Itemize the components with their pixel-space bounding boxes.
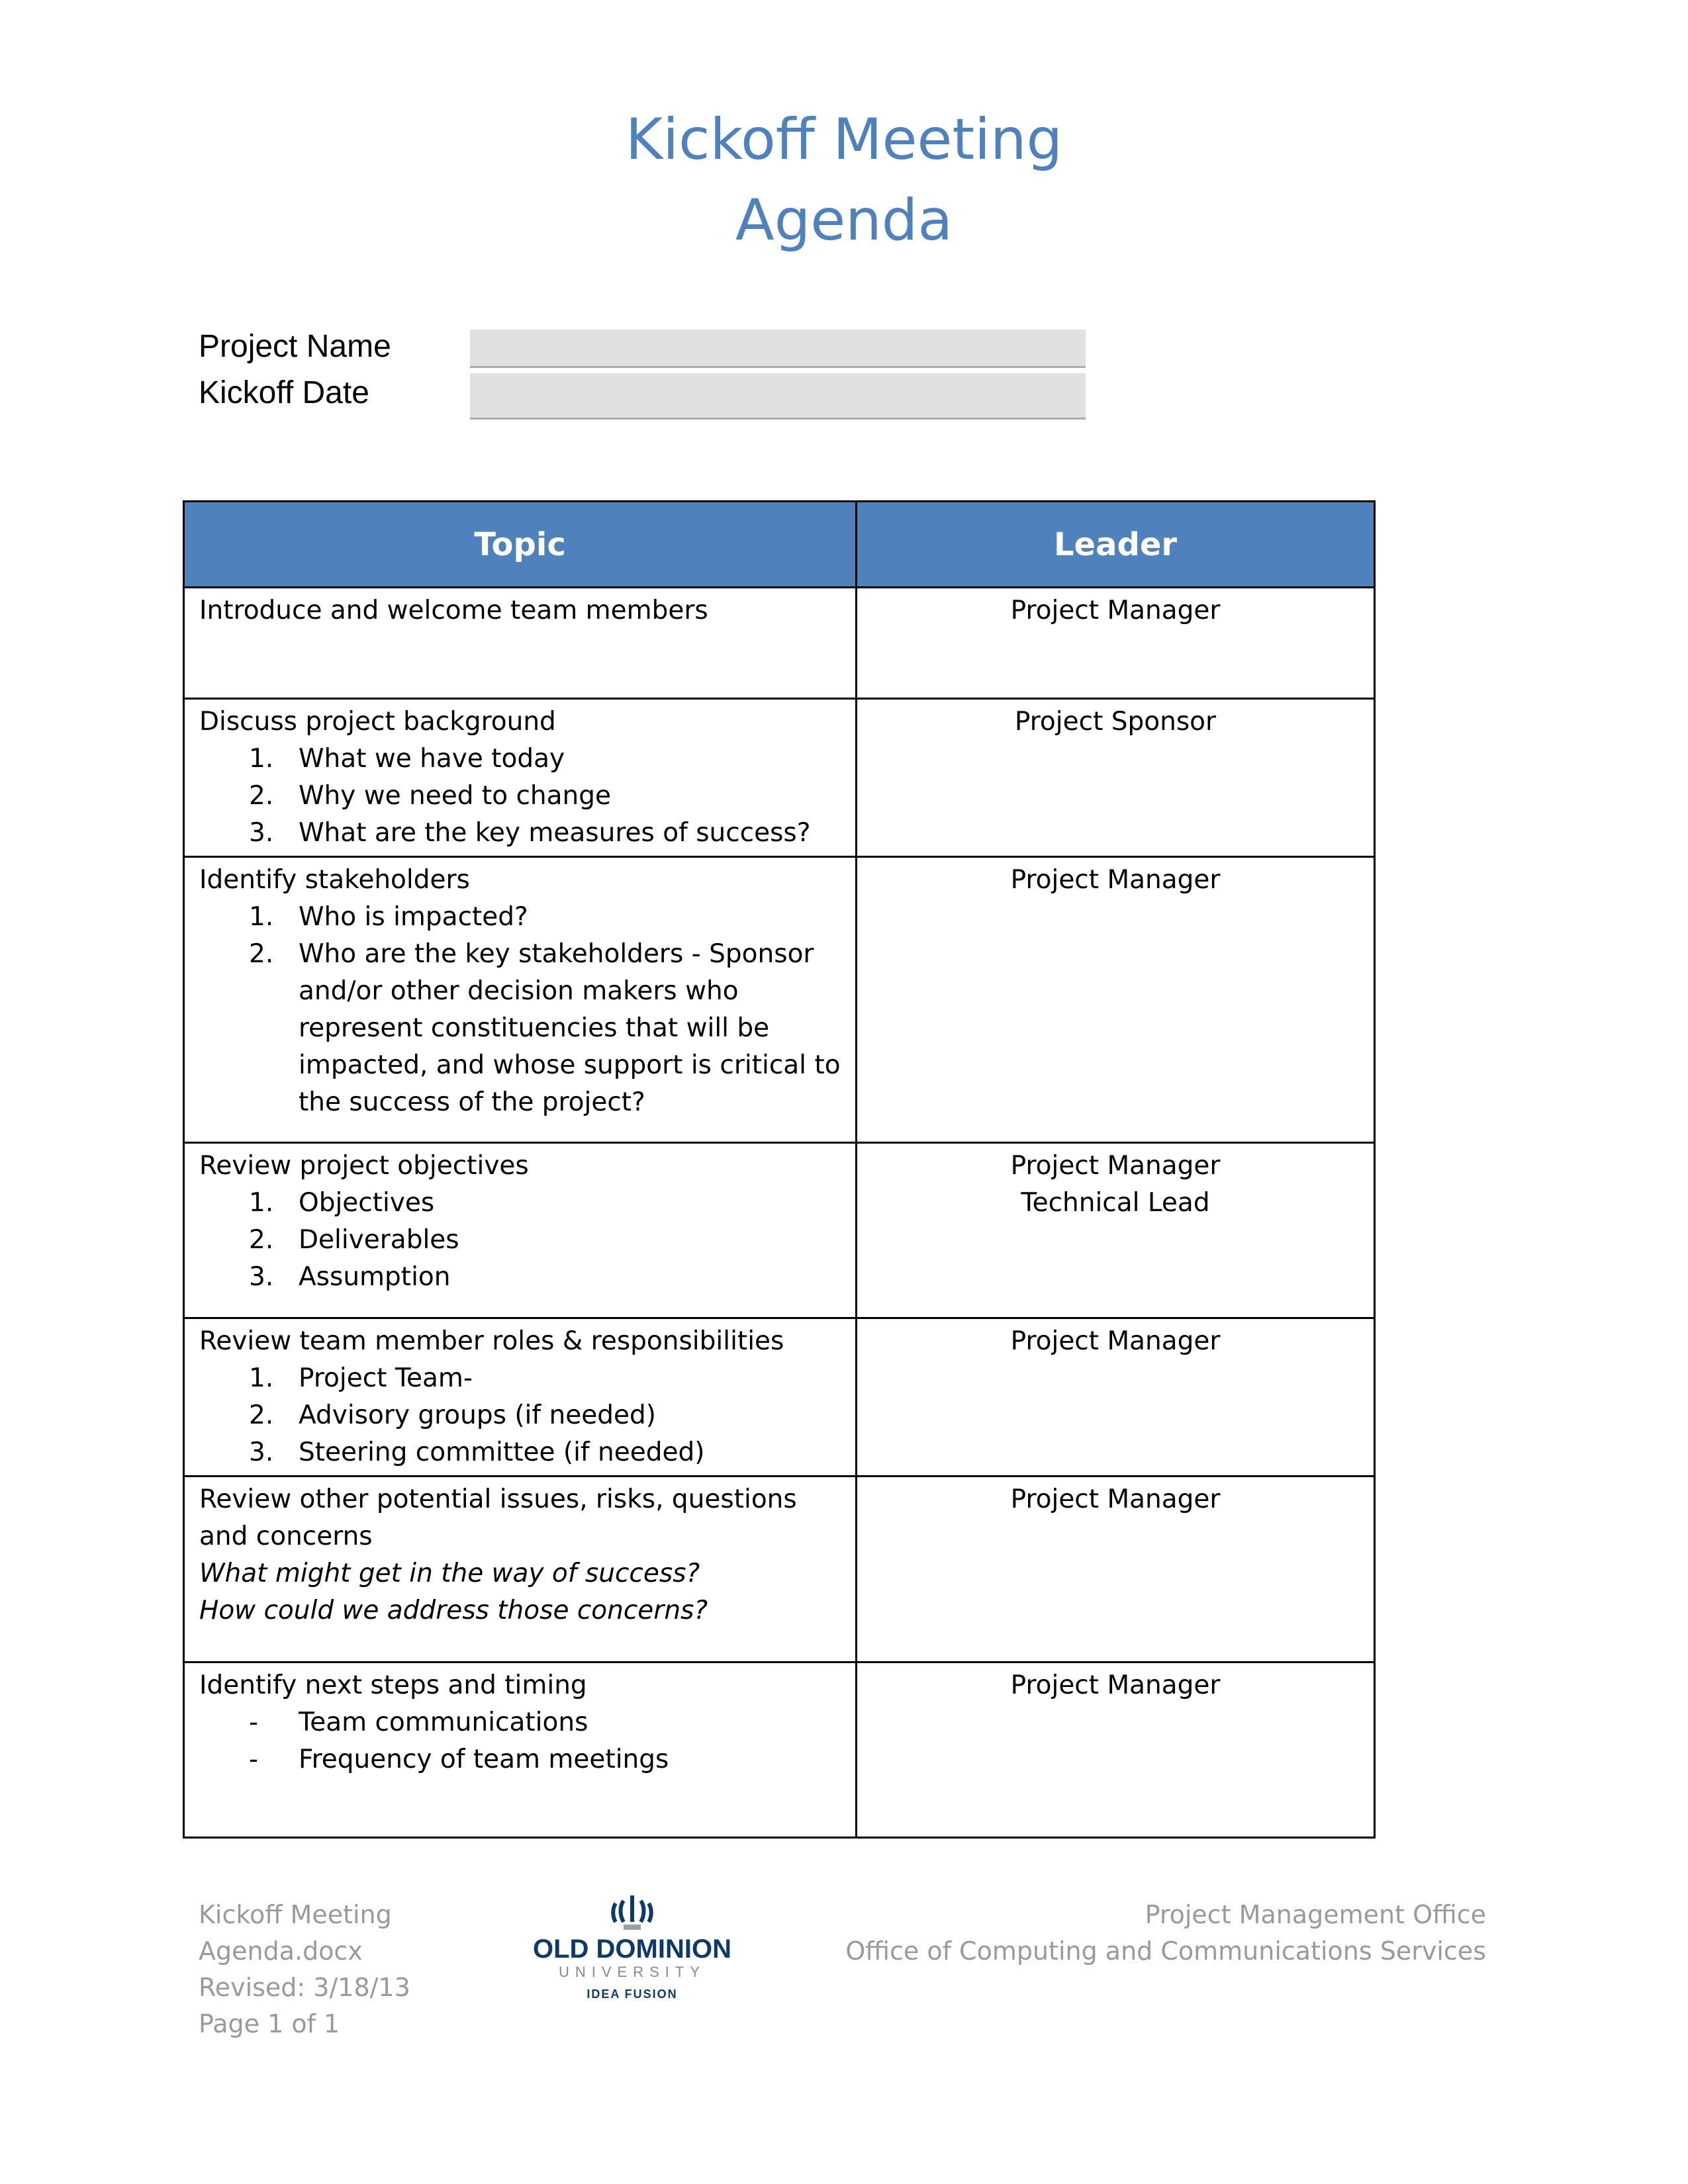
list-item: -Team communications <box>249 1704 841 1741</box>
topic-cell: Identify stakeholders 1.Who is impacted?2… <box>183 856 857 1144</box>
list-item-text: Who is impacted? <box>299 902 528 932</box>
leader-name: Project Manager <box>1010 1670 1221 1700</box>
crown-icon <box>611 1895 653 1930</box>
title-line-2: Agenda <box>735 187 953 253</box>
table-row: Review other potential issues, risks, qu… <box>183 1475 1376 1663</box>
leader-name: Project Manager <box>1010 1326 1221 1356</box>
leader-cell: Project Manager <box>855 586 1376 700</box>
list-item: 1.Who is impacted? <box>249 899 841 936</box>
topic-cell: Identify next steps and timing -Team comm… <box>183 1661 857 1839</box>
title-line-1: Kickoff Meeting <box>625 107 1063 173</box>
list-item-text: What we have today <box>299 744 565 774</box>
university-logo: OLD DOMINION UNIVERSITY IDEA FUSION <box>530 1894 735 2001</box>
leader-cell: Project Manager <box>855 1661 1376 1839</box>
list-item: 2.Deliverables <box>249 1222 841 1259</box>
list-item: 1.What we have today <box>249 741 841 778</box>
table-row: Review team member roles & responsibilit… <box>183 1317 1376 1477</box>
footer-department: Office of Computing and Communications S… <box>845 1936 1486 1966</box>
list-item-text: Steering committee (if needed) <box>299 1437 705 1467</box>
leader-name: Project Sponsor <box>1014 707 1217 737</box>
leader-header: Leader <box>855 500 1376 588</box>
kickoff-date-field[interactable] <box>470 373 1086 420</box>
topic-question: How could we address those concerns? <box>199 1596 708 1625</box>
project-name-field[interactable] <box>470 330 1086 368</box>
list-item: 2.Advisory groups (if needed) <box>249 1397 841 1434</box>
leader-cell: Project Manager <box>855 856 1376 1144</box>
topic-cell: Discuss project background 1.What we have… <box>183 698 857 858</box>
project-name-label: Project Name <box>199 329 391 364</box>
page-title: Kickoff Meeting Agenda <box>0 99 1688 261</box>
list-item-text: Who are the key stakeholders - Sponsor a… <box>299 939 841 1117</box>
topic-question: What might get in the way of success? <box>199 1559 700 1588</box>
leader-cell: Project Manager <box>855 1475 1376 1663</box>
footer-right: Project Management Office Office of Comp… <box>845 1897 1486 1970</box>
table-row: Introduce and welcome team members Projec… <box>183 586 1376 700</box>
list-item-text: Assumption <box>299 1262 451 1292</box>
leader-cell: Project Sponsor <box>855 698 1376 858</box>
topic-title: Identify next steps and timing <box>199 1670 587 1700</box>
topic-cell: Review other potential issues, risks, qu… <box>183 1475 857 1663</box>
table-row: Discuss project background 1.What we have… <box>183 698 1376 858</box>
footer-left: Kickoff Meeting Agenda.docx Revised: 3/1… <box>199 1897 410 2042</box>
list-item: 1.Project Team- <box>249 1360 841 1397</box>
list-item-text: Why we need to change <box>299 781 611 811</box>
table-row: Identify next steps and timing -Team comm… <box>183 1661 1376 1839</box>
footer-office: Project Management Office <box>1145 1900 1486 1929</box>
list-item-text: What are the key measures of success? <box>299 818 811 848</box>
footer-page-number: Page 1 of 1 <box>199 2009 340 2038</box>
list-item-text: Frequency of team meetings <box>299 1745 669 1774</box>
topic-title: Review other potential issues, risks, qu… <box>199 1484 797 1551</box>
list-item: -Frequency of team meetings <box>249 1741 841 1778</box>
table-row: Identify stakeholders 1.Who is impacted?2… <box>183 856 1376 1144</box>
topic-title: Identify stakeholders <box>199 865 470 895</box>
topic-title: Discuss project background <box>199 707 556 737</box>
leader-name: Project Manager <box>1010 1151 1221 1181</box>
list-item-text: Advisory groups (if needed) <box>299 1400 656 1430</box>
agenda-table: Topic Leader Introduce and welcome team … <box>183 500 1376 1839</box>
topic-cell: Introduce and welcome team members <box>183 586 857 700</box>
footer-filename: Agenda.docx <box>199 1936 363 1966</box>
leader-name: Project Manager <box>1010 1484 1221 1514</box>
kickoff-date-label: Kickoff Date <box>199 375 369 410</box>
topic-header: Topic <box>183 500 857 588</box>
list-item: 2.Who are the key stakeholders - Sponsor… <box>249 936 841 1121</box>
topic-title: Review team member roles & responsibilit… <box>199 1326 784 1356</box>
list-item: 1.Objectives <box>249 1185 841 1222</box>
list-item: 3.What are the key measures of success? <box>249 815 841 852</box>
topic-title: Review project objectives <box>199 1151 529 1181</box>
footer-doc-title: Kickoff Meeting <box>199 1900 392 1929</box>
logo-tagline: IDEA FUSION <box>586 1987 678 2001</box>
list-item-text: Team communications <box>299 1707 588 1737</box>
logo-sub: UNIVERSITY <box>558 1964 706 1980</box>
logo-name: OLD DOMINION <box>533 1934 731 1964</box>
leader-name: Technical Lead <box>1021 1188 1210 1218</box>
topic-title: Introduce and welcome team members <box>199 596 708 625</box>
list-item-text: Objectives <box>299 1188 435 1218</box>
list-item-text: Deliverables <box>299 1225 459 1255</box>
list-item: 3.Assumption <box>249 1259 841 1296</box>
list-item-text: Project Team- <box>299 1363 473 1393</box>
topic-cell: Review team member roles & responsibilit… <box>183 1317 857 1477</box>
footer-revised: Revised: 3/18/13 <box>199 1973 410 2002</box>
list-item: 2.Why we need to change <box>249 778 841 815</box>
list-item: 3.Steering committee (if needed) <box>249 1434 841 1471</box>
leader-name: Project Manager <box>1010 865 1221 895</box>
leader-name: Project Manager <box>1010 596 1221 625</box>
leader-cell: Project Manager <box>855 1317 1376 1477</box>
